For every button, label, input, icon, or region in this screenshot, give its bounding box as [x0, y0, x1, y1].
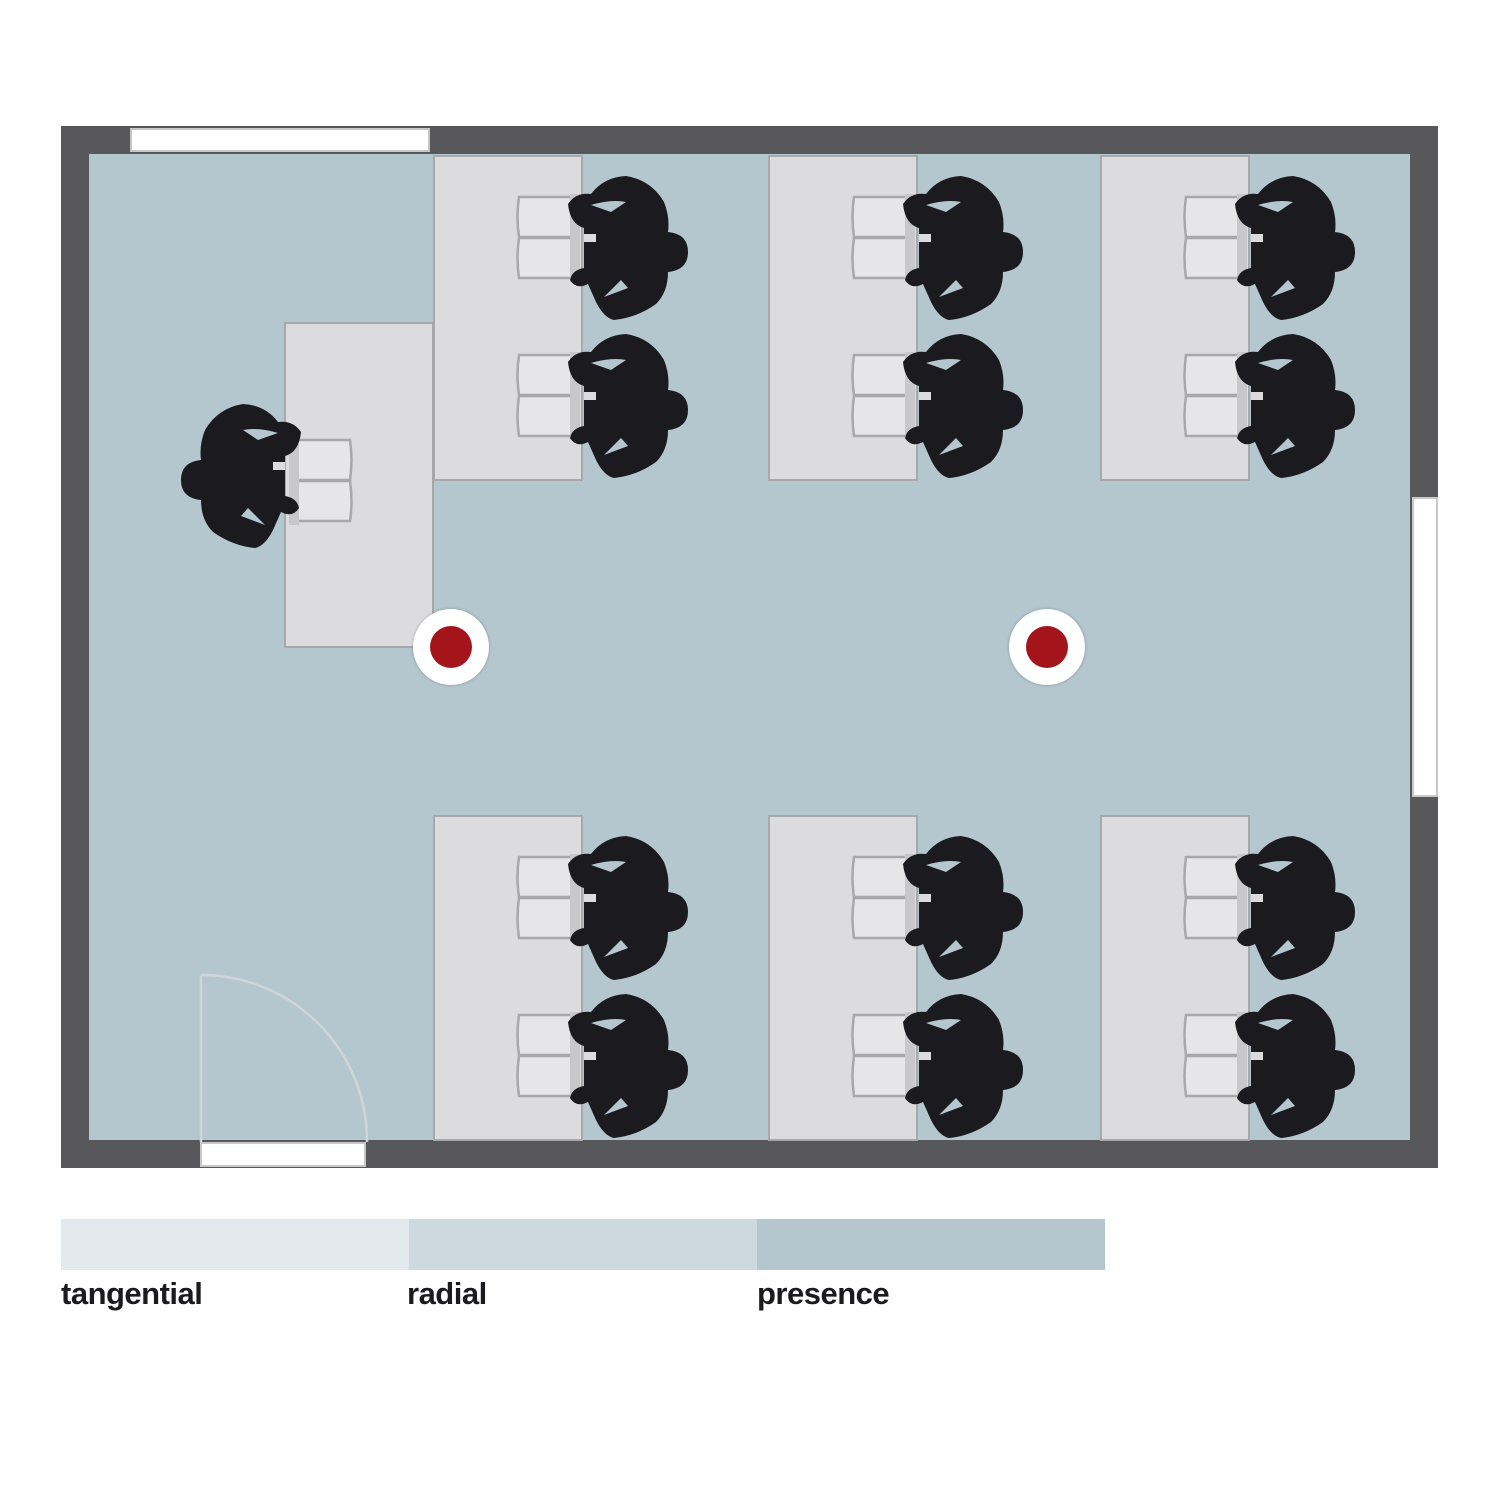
door-opening: [200, 1142, 366, 1167]
legend-swatch-tangential: [61, 1219, 409, 1270]
window-right: [1412, 497, 1438, 797]
book-icon: [851, 854, 915, 942]
door-swing: [199, 973, 369, 1143]
book-icon: [851, 352, 915, 440]
person-icon: [903, 836, 1023, 980]
sensor-dot: [430, 626, 472, 668]
window-top: [130, 128, 430, 152]
sensor-dot: [1026, 626, 1068, 668]
book-icon: [516, 854, 580, 942]
book-icon: [516, 194, 580, 282]
legend-label-radial: radial: [407, 1276, 487, 1311]
person-icon: [1235, 994, 1355, 1138]
book-icon: [1183, 194, 1247, 282]
person-icon: [1235, 836, 1355, 980]
sensor-right[interactable]: [1009, 609, 1085, 685]
person-icon: [568, 334, 688, 478]
book-icon: [851, 194, 915, 282]
person-icon: [568, 176, 688, 320]
book-icon: [516, 352, 580, 440]
person-icon: [903, 334, 1023, 478]
legend-swatch-radial: [409, 1219, 757, 1270]
legend-label-presence: presence: [757, 1276, 890, 1311]
person-icon: [568, 994, 688, 1138]
person-icon: [1235, 334, 1355, 478]
legend-swatch-presence: [757, 1219, 1105, 1270]
book-icon: [1183, 352, 1247, 440]
book-icon: [851, 1012, 915, 1100]
person-icon: [1235, 176, 1355, 320]
book-icon: [1183, 1012, 1247, 1100]
person-icon: [903, 176, 1023, 320]
legend-label-tangential: tangential: [61, 1276, 203, 1311]
person-icon: [903, 994, 1023, 1138]
sensor-left[interactable]: [413, 609, 489, 685]
book-icon: [289, 437, 353, 525]
book-icon: [1183, 854, 1247, 942]
book-icon: [516, 1012, 580, 1100]
person-icon: [568, 836, 688, 980]
person-icon: [181, 404, 301, 548]
